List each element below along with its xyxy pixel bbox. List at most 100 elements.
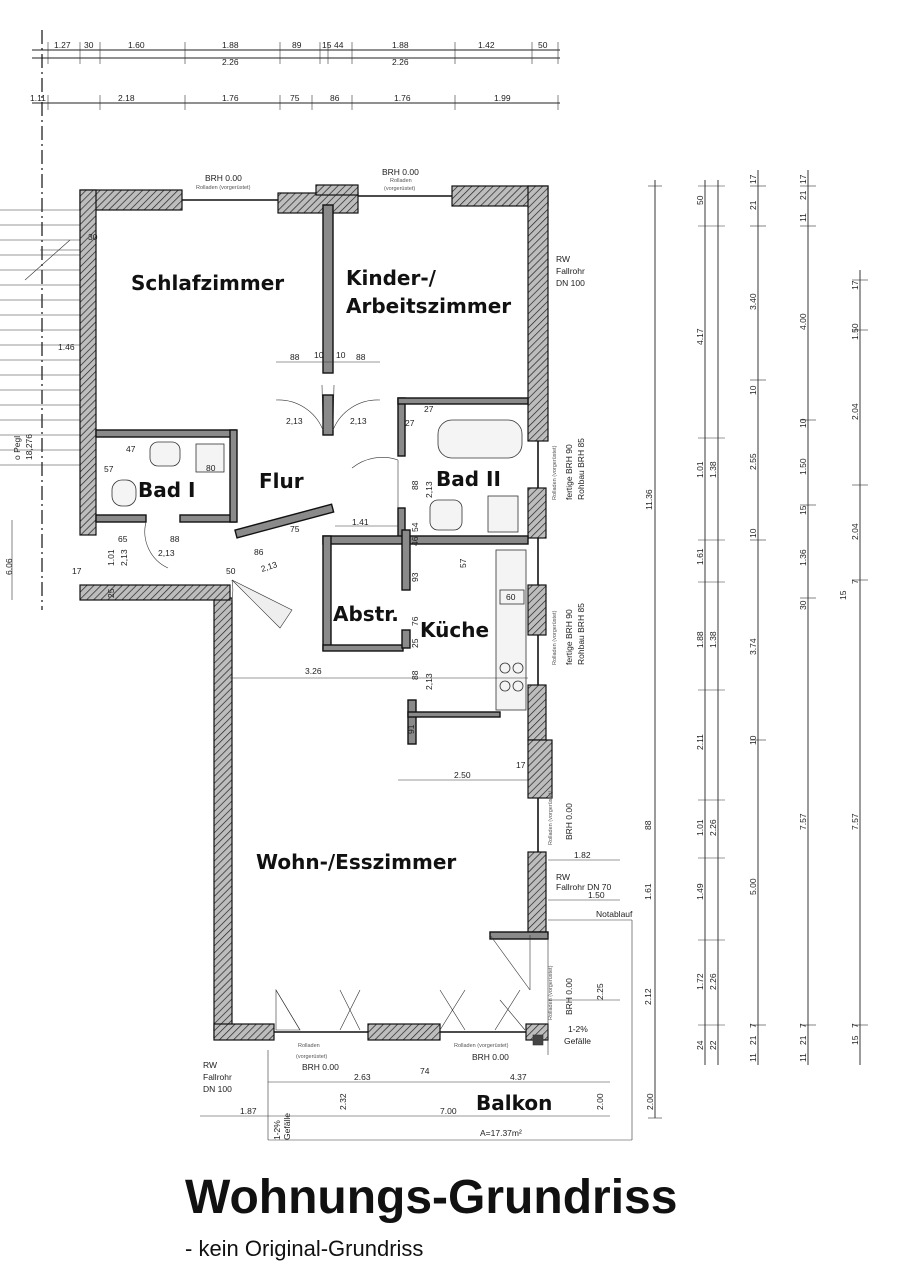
page-title: Wohnungs-Grundriss bbox=[185, 1171, 678, 1224]
top-dimension-chains: 1.27 30 1.60 1.88 89 15 44 1.88 1.42 50 … bbox=[30, 40, 560, 110]
dim-right-balcony: 2.00 bbox=[645, 1093, 655, 1110]
dim-c2-11: 1.61 bbox=[643, 883, 653, 900]
dim-75: 75 bbox=[290, 524, 300, 534]
dim-88-d: 88 bbox=[410, 480, 420, 490]
dim-c2-9: 1.01 bbox=[695, 819, 705, 836]
sink bbox=[499, 589, 525, 605]
dim-c2-7: 2.11 bbox=[695, 734, 705, 750]
dim-c5-5: 15 bbox=[838, 590, 848, 600]
dim-6-06: 6.06 bbox=[4, 558, 14, 575]
room-schlafzimmer: Schlafzimmer bbox=[131, 271, 284, 295]
note-brh-bot-1: BRH 0.00 bbox=[302, 1062, 339, 1072]
note-rolladen-bot-1b: (vorgerüstet) bbox=[296, 1054, 327, 1060]
note-fertige-1: fertige BRH 90 bbox=[564, 444, 574, 500]
note-dn100-3: DN 100 bbox=[203, 1084, 232, 1094]
dim-213-a: 2,13 bbox=[286, 416, 303, 426]
dim-c3-11: 7 bbox=[748, 1023, 758, 1028]
outer-walls bbox=[79, 184, 553, 1041]
dim-c5-8: 7 bbox=[850, 1023, 860, 1028]
dim-213-e: 2,13 bbox=[260, 559, 279, 574]
dim-213-d: 2,13 bbox=[119, 549, 129, 566]
note-fertige-2: fertige BRH 90 bbox=[564, 609, 574, 665]
room-wohn: Wohn-/Esszimmer bbox=[256, 850, 456, 874]
dim-c2-16: 2.25 bbox=[595, 983, 605, 1000]
dim-c2-6: 1.38 bbox=[708, 631, 718, 648]
toilet-bad1 bbox=[111, 479, 137, 507]
room-bad1: Bad I bbox=[138, 478, 195, 502]
dim-c2-15: 2.26 bbox=[708, 973, 718, 990]
dim-74: 74 bbox=[420, 1066, 430, 1076]
note-rolladen-bot-2: Rolladen (vorgerüstet) bbox=[454, 1043, 509, 1049]
dim-right-total: 11.36 bbox=[644, 489, 654, 510]
dim-101: 1.01 bbox=[106, 549, 116, 566]
floor-plan: 1.27 30 1.60 1.88 89 15 44 1.88 1.42 50 … bbox=[0, 30, 868, 1141]
dim-150: 1.50 bbox=[588, 890, 605, 900]
dim-pegel-value: 18,276 bbox=[24, 434, 34, 460]
note-rolladen-top-2b: (vorgerüstet) bbox=[384, 186, 415, 192]
dim-c4-11: 21 bbox=[798, 1035, 808, 1045]
dim-80: 80 bbox=[206, 463, 216, 473]
dim-c2-2: 1.01 bbox=[695, 461, 705, 478]
bathtub bbox=[437, 419, 523, 459]
dim-top2-2: 2.18 bbox=[118, 93, 135, 103]
dim-c3-3: 10 bbox=[748, 385, 758, 395]
note-rw-2: RW bbox=[556, 872, 570, 882]
note-fallrohr-dn70: Fallrohr DN 70 bbox=[556, 882, 612, 892]
dim-25-b: 25 bbox=[410, 638, 420, 648]
dim-30: 30 bbox=[88, 232, 98, 242]
doors bbox=[144, 384, 531, 1031]
dim-c5-0: 17 bbox=[850, 280, 860, 290]
dim-c3-10: 21 bbox=[748, 1035, 758, 1045]
interior-dimension-lines bbox=[230, 361, 620, 901]
hob-1 bbox=[499, 662, 511, 674]
dim-top-sub-2: 2.26 bbox=[392, 57, 409, 67]
left-axis-and-stairs: 1.46 o Pegl 18,276 6.06 bbox=[0, 30, 80, 610]
note-rolladen-r2: Rolladen (vorgerüstet) bbox=[552, 610, 558, 665]
dim-top-9: 1.42 bbox=[478, 40, 495, 50]
dim-top-4: 1.88 bbox=[222, 40, 239, 50]
dim-27-a: 27 bbox=[424, 404, 434, 414]
room-balkon: Balkon bbox=[476, 1091, 552, 1115]
right-dimension-columns: 11.36 2.00 50 4.17 1.01 1.38 1.61 1.88 1… bbox=[595, 170, 868, 1119]
dim-c4-6: 15 bbox=[798, 505, 808, 515]
dim-88-e: 88 bbox=[410, 670, 420, 680]
dim-65: 65 bbox=[118, 534, 128, 544]
dim-top-sub-1: 2.26 bbox=[222, 57, 239, 67]
dim-c2-0: 50 bbox=[695, 195, 705, 205]
dim-60: 60 bbox=[506, 592, 516, 602]
note-rohbau-2: Rohbau BRH 85 bbox=[576, 603, 586, 665]
dim-213-b: 2,13 bbox=[350, 416, 367, 426]
dim-91: 91 bbox=[406, 724, 416, 734]
dim-c4-2: 11 bbox=[798, 213, 808, 222]
fixtures bbox=[111, 419, 527, 711]
note-rw-3: RW bbox=[203, 1060, 217, 1070]
dim-250: 2.50 bbox=[454, 770, 471, 780]
dim-c2-13: 2.12 bbox=[643, 988, 653, 1005]
dim-c4-12: 7 bbox=[798, 1023, 808, 1028]
dim-10-a: 10 bbox=[314, 350, 324, 360]
dim-263: 2.63 bbox=[354, 1072, 371, 1082]
note-rolladen-r1: Rolladen (vorgerüstet) bbox=[552, 445, 558, 500]
note-rolladen-r4: Rolladen (vorgerüstet) bbox=[548, 965, 554, 1020]
room-kueche: Küche bbox=[420, 618, 489, 642]
note-dn100-1: DN 100 bbox=[556, 278, 585, 288]
dim-c4-7: 1.36 bbox=[798, 549, 808, 566]
dim-c4-5: 1.50 bbox=[798, 458, 808, 475]
dim-c2-4: 1.61 bbox=[695, 548, 705, 565]
dim-1-46: 1.46 bbox=[58, 342, 75, 352]
interior-walls bbox=[95, 204, 549, 940]
dim-232: 2.32 bbox=[338, 1093, 348, 1110]
interior-dimension-labels: 88 10 10 88 2,13 2,13 27 27 47 57 80 65 … bbox=[72, 232, 605, 1116]
dim-c4-4: 10 bbox=[798, 418, 808, 428]
dim-top-1: 1.27 bbox=[54, 40, 71, 50]
washbasin-bad2 bbox=[429, 499, 463, 531]
dim-187: 1.87 bbox=[240, 1106, 257, 1116]
dim-c3-8: 5.00 bbox=[748, 878, 758, 895]
dim-top2-6: 1.76 bbox=[394, 93, 411, 103]
dim-25: 25 bbox=[106, 588, 116, 598]
note-brh-bot-2: BRH 0.00 bbox=[472, 1052, 509, 1062]
note-rolladen-top-2: Rolladen bbox=[390, 178, 412, 184]
note-brh-top-1: BRH 0.00 bbox=[205, 173, 242, 183]
dim-88-b: 88 bbox=[356, 352, 366, 362]
room-kinder-line2: Arbeitszimmer bbox=[346, 294, 511, 318]
